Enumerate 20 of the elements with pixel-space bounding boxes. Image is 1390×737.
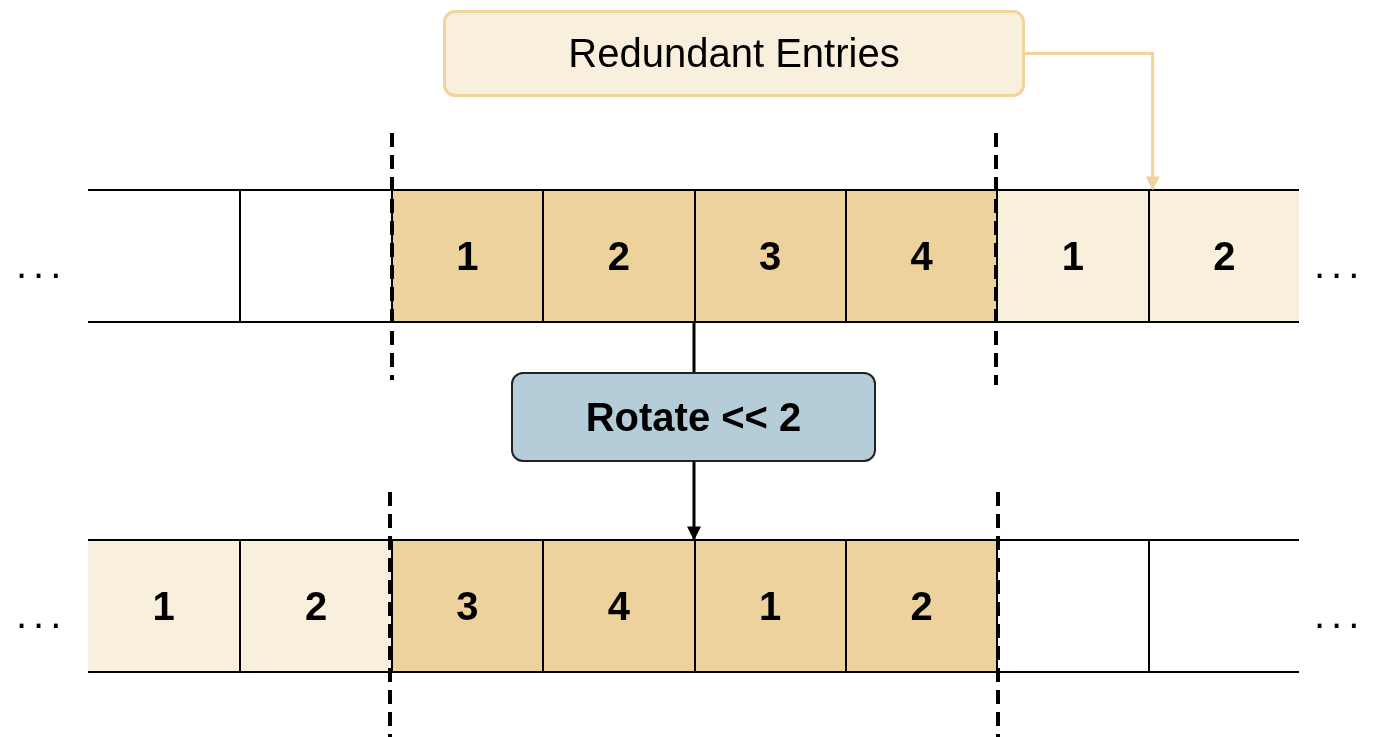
ellipsis-text: ... xyxy=(1314,592,1366,637)
buffer-cell: 3 xyxy=(390,539,543,673)
buffer-cell: 1 xyxy=(693,539,845,673)
buffer-cell: 1 xyxy=(88,539,240,673)
buffer-cell: 2 xyxy=(542,189,694,323)
buffer-cell: 1 xyxy=(996,189,1148,323)
ellipsis-text: ... xyxy=(1314,242,1366,287)
ellipsis-text: ... xyxy=(16,242,68,287)
ellipsis-text: ... xyxy=(16,592,68,637)
arrow xyxy=(1025,52,1160,191)
arrow xyxy=(687,462,701,541)
buffer-cell: 4 xyxy=(844,189,997,323)
buffer-cell: 2 xyxy=(844,539,997,673)
operation-box: Rotate << 2 xyxy=(511,372,876,462)
buffer-cell: 3 xyxy=(693,189,845,323)
buffer-cell: 2 xyxy=(239,539,391,673)
buffer-cell: 1 xyxy=(390,189,543,323)
buffer-cell: 4 xyxy=(542,539,694,673)
buffer-cell: 2 xyxy=(1147,189,1299,323)
callout-box: Redundant Entries xyxy=(443,10,1025,97)
